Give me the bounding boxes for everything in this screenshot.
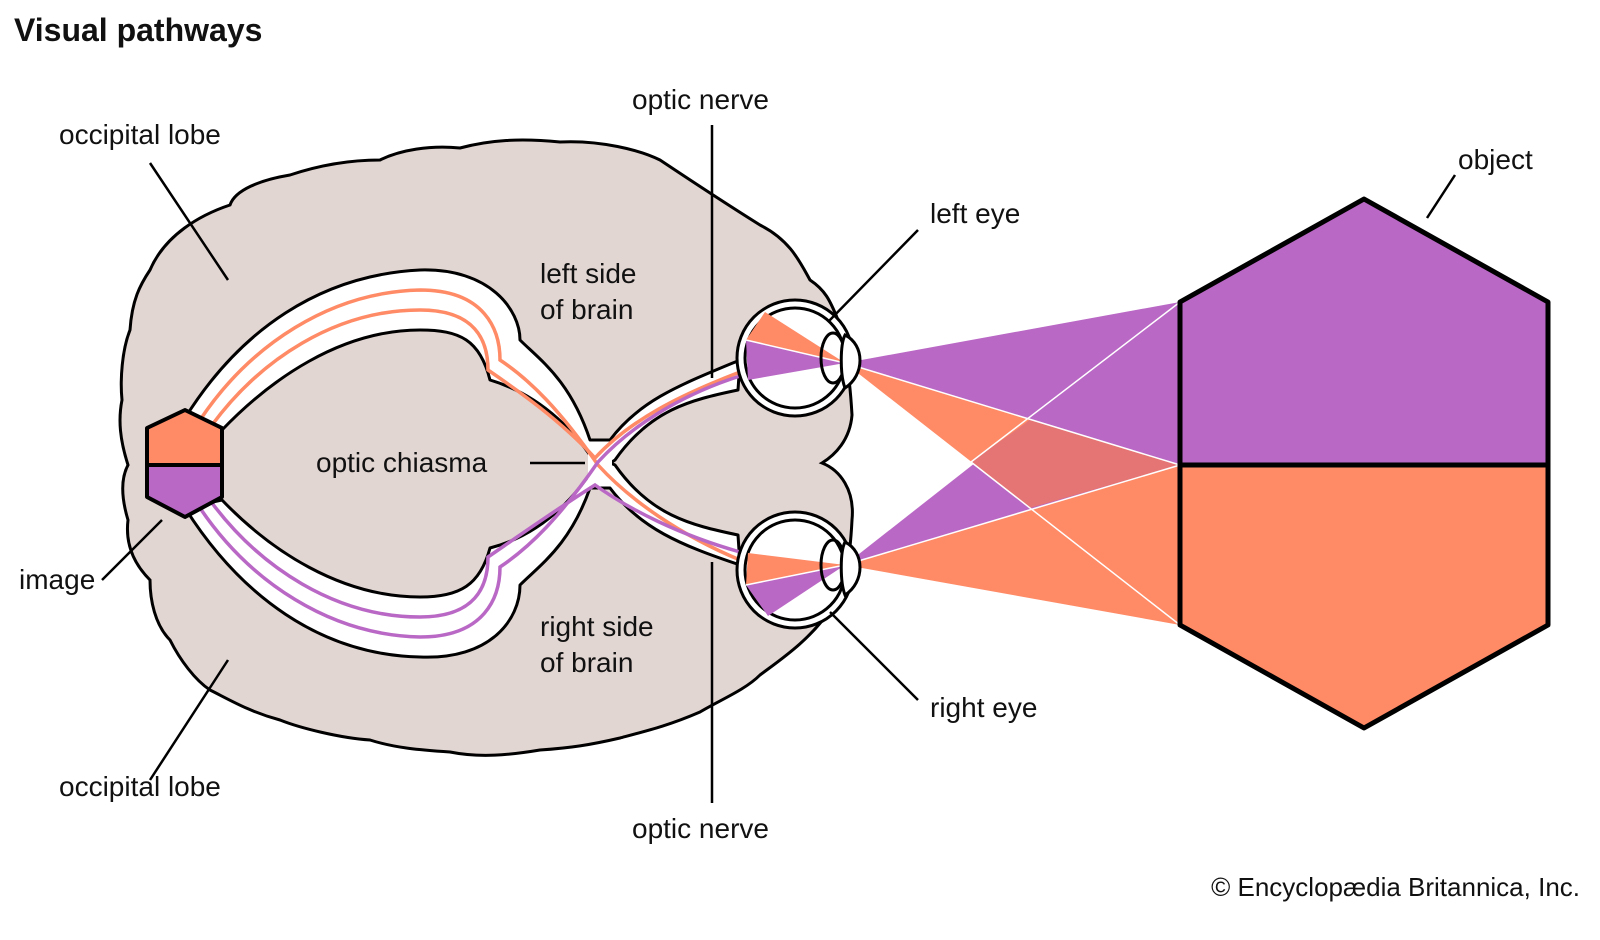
label-occipital-lobe-bottom: occipital lobe	[59, 771, 221, 802]
ray-divider	[844, 464, 1181, 566]
leader-right-eye	[829, 611, 919, 701]
image-upper-half	[145, 408, 224, 467]
leader-occipital-top	[148, 162, 230, 281]
label-left-side-brain-1: left side	[540, 258, 637, 289]
label-optic-nerve-top: optic nerve	[632, 84, 769, 115]
label-optic-chiasma: optic chiasma	[316, 447, 488, 478]
leader-left-eye	[827, 229, 919, 323]
label-left-eye: left eye	[930, 198, 1021, 229]
label-object: object	[1458, 144, 1533, 175]
lower-fiber-inner	[210, 482, 741, 619]
leader-object	[1425, 174, 1457, 219]
lower-fiber-outer	[198, 374, 741, 639]
left-eye	[735, 298, 862, 418]
ray-divider	[970, 461, 1181, 626]
label-optic-nerve-bottom: optic nerve	[632, 813, 769, 844]
ray-overlap	[971, 420, 1180, 508]
label-right-eye: right eye	[930, 692, 1038, 723]
ray-right-eye-lower	[845, 465, 1180, 625]
right-eye	[735, 510, 862, 630]
upper-fiber-inner	[210, 308, 741, 461]
label-occipital-lobe-top: occipital lobe	[59, 119, 221, 150]
label-right-side-brain-1: right side	[540, 611, 654, 642]
object-upper-half	[1177, 196, 1551, 468]
diagram-title: Visual pathways	[14, 12, 263, 48]
label-right-side-brain-2: of brain	[540, 647, 634, 678]
ray-divider	[844, 362, 1181, 466]
copyright-credit: © Encyclopædia Britannica, Inc.	[1211, 872, 1580, 902]
label-image: image	[19, 564, 96, 595]
leader-occipital-bottom	[148, 659, 230, 781]
label-left-side-brain-2: of brain	[540, 294, 634, 325]
upper-fiber-outer	[198, 288, 741, 562]
leader-image	[101, 519, 163, 581]
ray-divider	[970, 301, 1181, 463]
object-lower-half	[1177, 462, 1551, 731]
image-lower-half	[145, 463, 224, 519]
